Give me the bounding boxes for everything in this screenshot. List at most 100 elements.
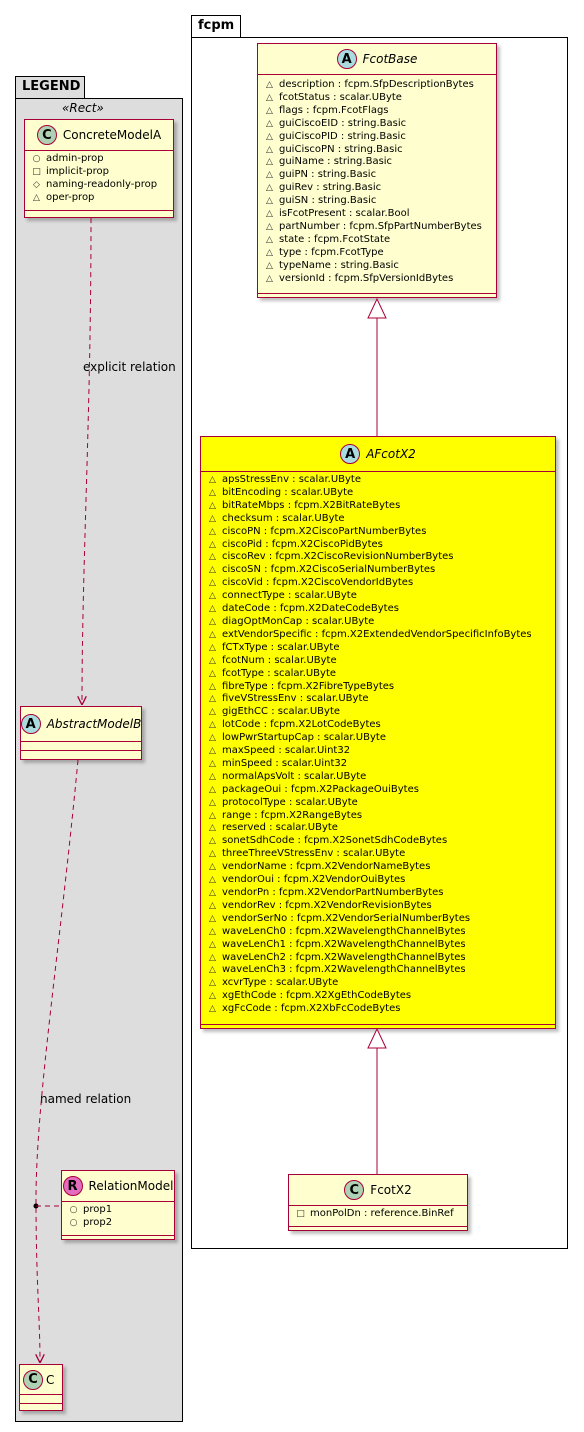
relation-class-icon: R	[62, 1176, 83, 1196]
attr-text: vendorName : fcpm.X2VendorNameBytes	[222, 861, 431, 873]
attr-text: fcotNum : scalar.UByte	[222, 654, 337, 666]
package-icon: △	[209, 655, 216, 666]
abstract-class-icon: A	[336, 49, 357, 69]
class-fcot-base[interactable]: A FcotBase △ description : fcpm.SfpDescri…	[257, 43, 497, 298]
attr-text: guiCiscoPID : string.Basic	[279, 130, 406, 142]
attr-row: △ fCTxType : scalar.UByte	[207, 642, 549, 655]
explicit-relation-label: explicit relation	[83, 360, 176, 374]
class-name: C	[46, 1372, 55, 1387]
package-icon: △	[209, 746, 216, 757]
package-icon: △	[209, 939, 216, 950]
attr-text: range : fcpm.X2RangeBytes	[222, 809, 363, 821]
public-icon: ○	[69, 1217, 78, 1228]
package-icon: △	[209, 978, 216, 989]
attr-row: △vendorOui : fcpm.X2VendorOuiBytes	[207, 874, 549, 887]
attr-row: △ guiSN : string.Basic	[264, 195, 490, 208]
attr-text: lotCode : fcpm.X2LotCodeBytes	[222, 719, 381, 731]
attr-row: △connectType : scalar.UByte	[207, 590, 549, 603]
attr-row: □monPolDn : reference.BinRef	[296, 1208, 454, 1219]
class-afcot-x2[interactable]: A AFcotX2 △apsStressEnv : scalar.UByte△b…	[200, 436, 556, 1029]
attr-row: △waveLenCh3 : fcpm.X2WavelengthChannelBy…	[207, 964, 549, 977]
attr-text: fibreType : fcpm.X2FibreTypeBytes	[222, 680, 395, 692]
package-icon: △	[266, 131, 273, 142]
attr-row: ○prop2	[69, 1216, 113, 1228]
package-icon: △	[209, 642, 216, 653]
attr-row: △ fcotNum : scalar.UByte	[207, 655, 549, 668]
package-icon: △	[209, 913, 216, 924]
legend-package-name: LEGEND	[22, 79, 81, 94]
package-icon: △	[266, 170, 273, 181]
attr-row: △maxSpeed : scalar.Uint32	[207, 745, 549, 758]
package-icon: △	[209, 565, 216, 576]
package-icon: △	[266, 234, 273, 245]
class-name: RelationModel	[88, 1179, 174, 1193]
package-icon: △	[209, 526, 216, 537]
attr-text: ciscoRev : fcpm.X2CiscoRevisionNumberByt…	[222, 551, 454, 563]
attr-text: packageOui : fcpm.X2PackageOuiBytes	[222, 783, 419, 795]
package-icon: △	[209, 591, 216, 602]
package-icon: △	[209, 604, 216, 615]
attr-text: fiveVStressEnv : scalar.UByte	[222, 693, 369, 705]
attr-row: △ checksum : scalar.UByte	[207, 513, 549, 526]
package-icon: △	[209, 771, 216, 782]
attr-row: △vendorName : fcpm.X2VendorNameBytes	[207, 861, 549, 874]
package-icon: △	[209, 539, 216, 550]
attr-text: checksum : scalar.UByte	[222, 512, 345, 524]
attr-text: waveLenCh2 : fcpm.X2WavelengthChannelByt…	[222, 951, 466, 963]
fcpm-package-name: fcpm	[198, 18, 235, 33]
attr-row: △isFcotPresent : scalar.Bool	[264, 208, 490, 221]
abstract-class-icon: A	[340, 444, 361, 464]
attr-text: normalApsVolt : scalar.UByte	[222, 770, 367, 782]
attr-row: △type : fcpm.FcotType	[264, 247, 490, 260]
attr-text: threeThreeVStressEnv : scalar.UByte	[222, 848, 406, 860]
attr-text: protocolType : scalar.UByte	[222, 796, 358, 808]
public-icon: ○	[32, 154, 41, 164]
attr-row: △ state : fcpm.FcotState	[264, 234, 490, 247]
package-icon: △	[33, 192, 40, 203]
package-icon: △	[266, 196, 273, 207]
fcotbase-attrs: △ description : fcpm.SfpDescriptionBytes △…	[258, 75, 496, 293]
attr-text: ciscoSN : fcpm.X2CiscoSerialNumberBytes	[222, 564, 436, 576]
attr-text: guiRev : string.Basic	[279, 182, 382, 194]
attr-row: △waveLenCh0 : fcpm.X2WavelengthChannelBy…	[207, 926, 549, 939]
class-concrete-model-a[interactable]: C ConcreteModelA ○admin-prop □implicit-p…	[24, 119, 174, 218]
attr-row: △flags : fcpm.FcotFlags	[264, 105, 490, 118]
package-icon: △	[209, 797, 216, 808]
attr-row: △ lotCode : fcpm.X2LotCodeBytes	[207, 719, 549, 732]
package-icon: △	[266, 92, 273, 103]
attr-row: △typeName : string.Basic	[264, 260, 490, 273]
attr-row: △diagOptMonCap : scalar.UByte	[207, 616, 549, 629]
package-icon: △	[266, 221, 273, 232]
package-icon: △	[266, 80, 273, 90]
attr-row: ○admin-prop	[32, 153, 104, 164]
attr-text: sonetSdhCode : fcpm.X2SonetSdhCodeBytes	[222, 835, 448, 847]
attr-row: △dateCode : fcpm.X2DateCodeBytes	[207, 603, 549, 616]
package-icon: △	[209, 926, 216, 937]
class-abstract-model-b[interactable]: A AbstractModelB	[20, 706, 142, 760]
legend-stereotype: «Rect»	[62, 101, 104, 115]
attr-text: description : fcpm.SfpDescriptionBytes	[279, 79, 474, 90]
private-icon: □	[32, 166, 41, 177]
class-name: ConcreteModelA	[62, 128, 162, 142]
concrete-class-icon: C	[23, 1369, 43, 1390]
attr-text: vendorPn : fcpm.X2VendorPartNumberBytes	[222, 887, 444, 898]
class-name: FcotBase	[362, 52, 418, 66]
package-icon: △	[209, 513, 216, 524]
attr-row: △vendorSerNo : fcpm.X2VendorSerialNumber…	[207, 913, 549, 926]
package-icon: △	[209, 720, 216, 731]
attr-row: △fcotStatus : scalar.UByte	[264, 92, 490, 105]
class-name: AbstractModelB	[46, 717, 142, 731]
class-c[interactable]: C C	[19, 1364, 63, 1411]
class-relation-model[interactable]: R RelationModel ○prop1 ○prop2	[61, 1170, 175, 1240]
class-fcot-x2[interactable]: C FcotX2 □monPolDn : reference.BinRef	[288, 1174, 468, 1231]
attr-text: fCTxType : scalar.UByte	[222, 641, 340, 653]
attr-row: △ciscoRev : fcpm.X2CiscoRevisionNumberBy…	[207, 551, 549, 564]
attr-text: state : fcpm.FcotState	[279, 233, 391, 245]
attr-row: △ciscoPid : fcpm.X2CiscoPidBytes	[207, 539, 549, 552]
attr-text: guiSN : string.Basic	[279, 195, 377, 207]
fcpm-package-tab: fcpm	[191, 15, 241, 37]
package-icon: △	[209, 487, 216, 498]
abstract-class-icon: A	[20, 714, 41, 734]
attr-text: diagOptMonCap : scalar.UByte	[222, 615, 375, 627]
attr-row: △range : fcpm.X2RangeBytes	[207, 810, 549, 823]
